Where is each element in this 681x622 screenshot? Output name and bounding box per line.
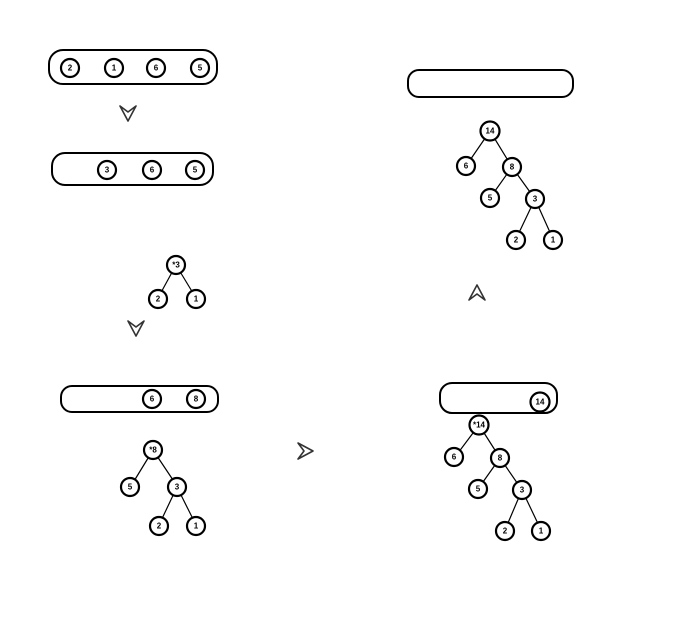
tree-node: 5 bbox=[119, 476, 141, 498]
tree-node: 3 bbox=[166, 476, 188, 498]
svg-text:5: 5 bbox=[198, 64, 203, 73]
svg-text:6: 6 bbox=[150, 166, 155, 175]
step5-queue bbox=[407, 69, 574, 98]
svg-text:2: 2 bbox=[156, 295, 161, 304]
svg-text:6: 6 bbox=[154, 64, 159, 73]
svg-text:5: 5 bbox=[476, 485, 481, 494]
tree-node: 3 bbox=[511, 479, 533, 501]
svg-text:5: 5 bbox=[193, 166, 198, 175]
svg-text:8: 8 bbox=[194, 395, 199, 404]
tree-node: 5 bbox=[479, 187, 501, 209]
tree-node: 2 bbox=[505, 229, 527, 251]
arrow-down-icon bbox=[119, 105, 137, 122]
svg-text:3: 3 bbox=[105, 166, 110, 175]
svg-text:2: 2 bbox=[68, 64, 73, 73]
step5-tree: 14 6 8 5 3 2 1 bbox=[455, 120, 564, 251]
svg-text:2: 2 bbox=[157, 522, 162, 531]
tree-node: *8 bbox=[142, 439, 164, 461]
step4-tree: *14 6 8 5 3 2 1 bbox=[443, 414, 552, 542]
tree-node: 2 bbox=[147, 288, 169, 310]
queue-box bbox=[48, 49, 218, 85]
svg-text:3: 3 bbox=[520, 486, 525, 495]
svg-text:1: 1 bbox=[551, 236, 556, 245]
tree-node: 3 bbox=[524, 188, 546, 210]
tree-node: 1 bbox=[185, 288, 207, 310]
step2-queue: 3 6 5 bbox=[51, 152, 214, 186]
svg-text:*3: *3 bbox=[172, 261, 180, 270]
svg-text:6: 6 bbox=[150, 395, 155, 404]
svg-text:*14: *14 bbox=[473, 421, 486, 430]
queue-node: 3 bbox=[96, 159, 118, 181]
svg-text:14: 14 bbox=[486, 127, 495, 136]
queue-box bbox=[60, 385, 219, 413]
tree-node: 1 bbox=[530, 520, 552, 542]
tree-node: *3 bbox=[165, 254, 187, 276]
step1-queue: 2 1 6 5 bbox=[48, 49, 218, 85]
svg-text:1: 1 bbox=[194, 295, 199, 304]
svg-text:1: 1 bbox=[194, 522, 199, 531]
svg-text:3: 3 bbox=[175, 483, 180, 492]
queue-node: 8 bbox=[185, 388, 207, 410]
svg-text:3: 3 bbox=[533, 195, 538, 204]
tree-node: 14 bbox=[479, 120, 501, 142]
queue-node: 6 bbox=[141, 388, 163, 410]
step4-queue: 14 bbox=[439, 382, 558, 414]
queue-node: 14 bbox=[529, 391, 551, 413]
queue-node: 5 bbox=[189, 57, 211, 79]
step2-tree: *3 2 1 bbox=[147, 254, 207, 310]
svg-text:14: 14 bbox=[536, 398, 545, 407]
queue-node: 6 bbox=[145, 57, 167, 79]
queue-node: 1 bbox=[103, 57, 125, 79]
svg-text:5: 5 bbox=[128, 483, 133, 492]
tree-node: 6 bbox=[455, 155, 477, 177]
svg-text:2: 2 bbox=[514, 236, 519, 245]
tree-node: 1 bbox=[185, 515, 207, 537]
arrow-up-icon bbox=[468, 284, 486, 301]
svg-text:1: 1 bbox=[539, 527, 544, 536]
svg-text:1: 1 bbox=[112, 64, 117, 73]
svg-text:6: 6 bbox=[464, 162, 469, 171]
svg-text:8: 8 bbox=[510, 163, 515, 172]
queue-box-empty bbox=[407, 69, 574, 98]
queue-box bbox=[51, 152, 214, 186]
svg-text:*8: *8 bbox=[149, 446, 157, 455]
svg-text:5: 5 bbox=[488, 194, 493, 203]
step3-queue: 6 8 bbox=[60, 385, 219, 413]
queue-box bbox=[439, 382, 558, 414]
arrow-down-icon bbox=[127, 320, 145, 337]
tree-node: 6 bbox=[443, 446, 465, 468]
tree-node: 8 bbox=[489, 447, 511, 469]
svg-text:8: 8 bbox=[498, 454, 503, 463]
tree-node: 2 bbox=[494, 520, 516, 542]
queue-node: 5 bbox=[184, 159, 206, 181]
queue-node: 6 bbox=[141, 159, 163, 181]
svg-text:2: 2 bbox=[503, 527, 508, 536]
tree-node: 1 bbox=[542, 229, 564, 251]
arrow-right-icon bbox=[297, 442, 314, 460]
tree-node: 5 bbox=[467, 478, 489, 500]
tree-node: 2 bbox=[148, 515, 170, 537]
tree-node: 8 bbox=[501, 156, 523, 178]
queue-node: 2 bbox=[59, 57, 81, 79]
step3-tree: *8 5 3 2 1 bbox=[119, 439, 207, 537]
tree-node: *14 bbox=[468, 414, 490, 436]
svg-text:6: 6 bbox=[452, 453, 457, 462]
